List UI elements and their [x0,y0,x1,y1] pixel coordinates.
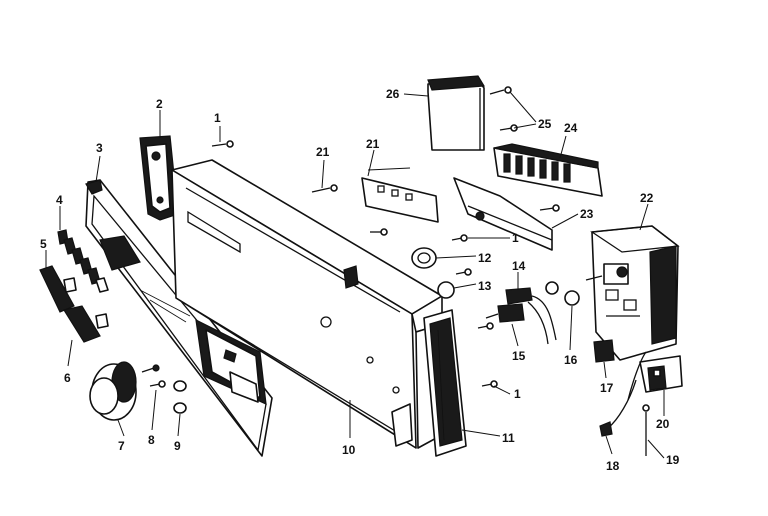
part-23-bracket [453,177,560,251]
part-17-clip [593,339,615,363]
part-16-cylinders [545,275,603,306]
callout-7: 7 [118,439,125,453]
part-25-screws [489,86,518,132]
callout-5: 5 [40,237,47,251]
part-14-connector [505,287,557,345]
part-20-switch-block [627,351,683,401]
part-18-wire-end [599,379,637,437]
part-7-knob [89,361,137,421]
callout-4: 4 [56,193,63,207]
part-9-plugs [173,380,187,414]
part-22-timer-module [590,225,680,361]
callout-9: 9 [174,439,181,453]
callout-22: 22 [640,191,654,205]
part-1-screws-center [370,228,498,388]
part-2-bracket [139,135,179,221]
callout-23: 23 [580,207,594,221]
callout-21: 21 [366,137,380,151]
part-3-control-panel [85,179,273,457]
part-1-screw-top [211,140,234,148]
part-4-button-strip [57,229,109,293]
callout-15: 15 [512,349,526,363]
callout-18: 18 [606,459,620,473]
callout-21-left: 21 [316,145,330,159]
callout-16: 16 [564,353,578,367]
part-15-connector [485,303,525,323]
part-5-clip [39,265,77,313]
callout-12: 12 [478,251,492,265]
callout-6: 6 [64,371,71,385]
callout-1-lower: 1 [514,387,521,401]
callout-26: 26 [386,87,400,101]
callout-25: 25 [538,117,552,131]
part-6-strip [63,305,109,343]
callout-10: 10 [342,443,356,457]
part-13-clip [437,268,472,299]
callout-24: 24 [564,121,578,135]
part-8-screws [141,364,166,388]
part-11-vent-grille [423,309,467,457]
callout-14: 14 [512,259,526,273]
leader-lines [45,91,665,459]
callout-1-center: 1 [512,231,519,245]
part-21-mounting-plate [311,167,439,223]
callout-11: 11 [502,431,515,445]
part-19-screw [642,404,650,456]
callout-13: 13 [478,279,492,293]
part-26-cover [427,75,486,151]
part-12-clip [411,247,437,269]
callout-3: 3 [96,141,103,155]
callout-17: 17 [600,381,614,395]
callout-19: 19 [666,453,680,467]
part-24-terminal-block [493,143,603,197]
callout-labels: 1 2 3 4 5 6 7 8 9 10 11 12 13 14 15 16 1… [40,87,680,473]
callout-2: 2 [156,97,163,111]
callout-20: 20 [656,417,670,431]
callout-1-top: 1 [214,111,221,125]
callout-8: 8 [148,433,155,447]
